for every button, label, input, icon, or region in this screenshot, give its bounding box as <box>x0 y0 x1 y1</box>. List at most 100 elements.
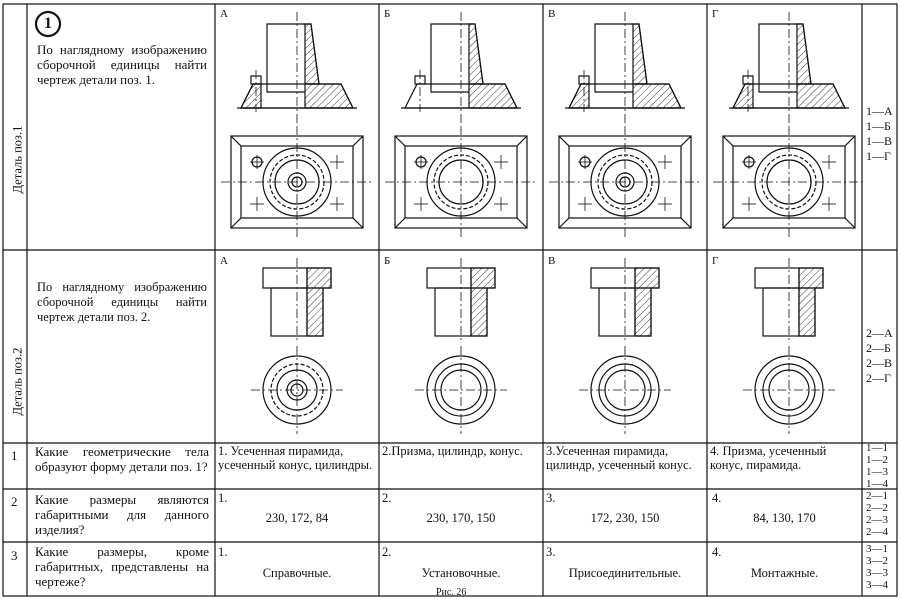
row2-drawing-v <box>579 258 671 434</box>
plate-corner <box>722 135 734 147</box>
q3-answer-3-number: 3. <box>546 545 556 559</box>
row1-question: По наглядному изображению сборочной един… <box>37 42 207 87</box>
q2-answer-2-number: 2. <box>382 491 392 505</box>
q2-answer-1-number: 1. <box>218 491 228 505</box>
q2-answer-4-number: 4. <box>712 491 722 505</box>
plate-corner <box>558 135 570 147</box>
row2-drawing-g <box>743 258 835 434</box>
plate-corner <box>230 135 242 147</box>
row2-variant-b: Б <box>384 255 391 267</box>
q3-answer-4: Монтажные. <box>750 566 819 580</box>
base-section-hatch <box>304 83 354 109</box>
code: 2—3 <box>866 514 888 526</box>
base-section-hatch <box>468 83 518 109</box>
row1-drawing-b <box>385 12 537 238</box>
section-number: 1 <box>44 15 52 32</box>
step-line <box>430 84 469 93</box>
row1-codes: 1—А 1—Б 1—В 1—Г <box>866 104 893 164</box>
step-line <box>758 84 797 93</box>
tower-section-hatch <box>468 23 484 85</box>
plate-corner <box>516 217 528 229</box>
code: 1—Б <box>866 119 891 133</box>
code: 2—А <box>866 326 893 340</box>
q1-answer-4: 4. Призма, усеченный конус, пирамида. <box>710 444 827 472</box>
q2-number: 2 <box>11 494 18 509</box>
code: 1—2 <box>866 454 888 466</box>
step-line <box>266 84 305 93</box>
plate-corner <box>394 217 406 229</box>
code: 1—Г <box>866 149 891 163</box>
row2-variant-g: Г <box>712 255 719 267</box>
plate-corner <box>230 217 242 229</box>
section-hatch <box>634 267 660 337</box>
code: 1—4 <box>866 478 888 490</box>
plate-corner <box>844 217 856 229</box>
tower-section-hatch <box>304 23 320 85</box>
q2-question: Какие размеры являются габаритными для д… <box>35 492 209 537</box>
code: 2—2 <box>866 502 888 514</box>
tower-section-hatch <box>632 23 648 85</box>
row1-drawing-a <box>221 12 373 238</box>
plate-corner <box>394 135 406 147</box>
table-frame <box>2 3 898 597</box>
q1-answer-1: 1. Усеченная пирамида, усеченный конус, … <box>218 444 373 472</box>
q3-codes: 3—1 3—2 3—3 3—4 <box>866 543 888 591</box>
plate-corner <box>352 217 364 229</box>
section-number-circle <box>34 10 62 38</box>
row1-drawing-g <box>713 12 865 238</box>
tower-section-hatch <box>796 23 812 85</box>
row1-side-label: Деталь поз.1 <box>10 125 25 194</box>
code: 3—3 <box>866 567 888 579</box>
plate-corner <box>516 135 528 147</box>
row2-variant-a: А <box>220 255 228 267</box>
step-line <box>594 84 633 93</box>
row1-variant-v: В <box>548 8 556 20</box>
section-hatch <box>470 267 496 337</box>
section-hatch <box>798 267 824 337</box>
code: 2—Б <box>866 341 891 355</box>
q2-answer-3-number: 3. <box>546 491 556 505</box>
q2-answer-1: 230, 172, 84 <box>265 511 329 525</box>
row2-variant-v: В <box>548 255 556 267</box>
q3-answer-2-number: 2. <box>382 545 392 559</box>
plate-corner <box>680 217 692 229</box>
q3-number: 3 <box>11 548 18 563</box>
q3-answer-1-number: 1. <box>218 545 228 559</box>
bolt-section-hatch <box>732 83 754 109</box>
q2-answer-2: 230, 170, 150 <box>426 511 496 525</box>
row2-drawing-b <box>415 258 507 434</box>
q2-codes: 2—1 2—2 2—3 2—4 <box>866 490 888 538</box>
code: 1—А <box>866 104 893 118</box>
plate-corner <box>680 135 692 147</box>
code: 2—4 <box>866 526 888 538</box>
q1-number: 1 <box>11 448 18 463</box>
q2-answer-4: 84, 130, 170 <box>753 511 816 525</box>
code: 1—В <box>866 134 893 148</box>
figure-caption: Рис. 26 <box>436 587 467 598</box>
q3-answer-1: Справочные. <box>262 566 332 580</box>
row2-question: По наглядному изображению сборочной един… <box>37 280 207 324</box>
plate-corner <box>844 135 856 147</box>
plate-corner <box>352 135 364 147</box>
row1-variant-a: А <box>220 8 228 20</box>
q1-answer-2: 2.Призма, цилиндр, конус. <box>382 444 523 458</box>
plate-corner <box>558 217 570 229</box>
q3-answer-4-number: 4. <box>712 545 722 559</box>
code: 2—В <box>866 356 893 370</box>
bolt-section-hatch <box>568 83 590 109</box>
code: 2—Г <box>866 371 891 385</box>
q1-question: Какие геометрические тела образуют форму… <box>35 444 209 474</box>
code: 3—4 <box>866 579 888 591</box>
q1-codes: 1—1 1—2 1—3 1—4 <box>866 442 888 490</box>
base-section-hatch <box>796 83 846 109</box>
row1-variant-b: Б <box>384 8 391 20</box>
code: 1—1 <box>866 442 888 454</box>
q3-answer-2: Установочные. <box>421 566 501 580</box>
plate-corner <box>722 217 734 229</box>
row2-side-label: Деталь поз.2 <box>10 347 25 416</box>
bolt-section-hatch <box>240 83 262 109</box>
code: 3—2 <box>866 555 888 567</box>
row1-variant-g: Г <box>712 8 719 20</box>
code: 3—1 <box>866 543 888 555</box>
